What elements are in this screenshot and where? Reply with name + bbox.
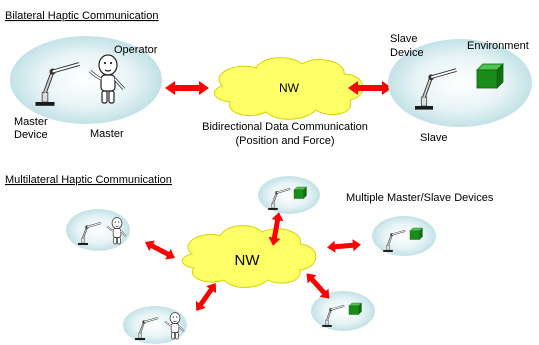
environment-box-icon [348, 302, 362, 315]
master-device-label-1: Master [14, 116, 48, 128]
multiple-devices-caption: Multiple Master/Slave Devices [346, 192, 494, 204]
slave-label: Slave [420, 132, 448, 144]
master-nw-arrow [165, 81, 209, 95]
multilateral-network-cloud [182, 225, 317, 288]
network-label: NW [279, 81, 300, 95]
environment-box-icon [293, 186, 307, 199]
network-cloud [214, 57, 364, 120]
arrow-upper-left-master [142, 236, 178, 264]
slave-device-label-2: Device [390, 47, 424, 59]
multilateral-network-label: NW [235, 252, 261, 269]
multilateral-title: Multilateral Haptic Communication [5, 174, 172, 186]
slave-device-label-1: Slave [390, 33, 418, 45]
bidirectional-label-2: (Position and Force) [235, 135, 334, 147]
bidirectional-label-1: Bidirectional Data Communication [202, 121, 368, 133]
bilateral-title: Bilateral Haptic Communication [5, 10, 158, 22]
arrow-bottom-left-master [191, 279, 221, 315]
environment-label: Environment [467, 40, 529, 52]
operator-label: Operator [114, 44, 158, 56]
slave-node-top [258, 176, 320, 214]
environment-box-icon [409, 227, 423, 240]
environment-box-icon [476, 63, 504, 89]
slave-node-right [372, 216, 436, 256]
master-label: Master [90, 128, 124, 140]
arrow-right-slave [326, 238, 362, 254]
slave-node-bottom-right [311, 291, 375, 331]
arrow-bottom-right-slave [302, 269, 334, 303]
master-device-label-2: Device [14, 129, 48, 141]
